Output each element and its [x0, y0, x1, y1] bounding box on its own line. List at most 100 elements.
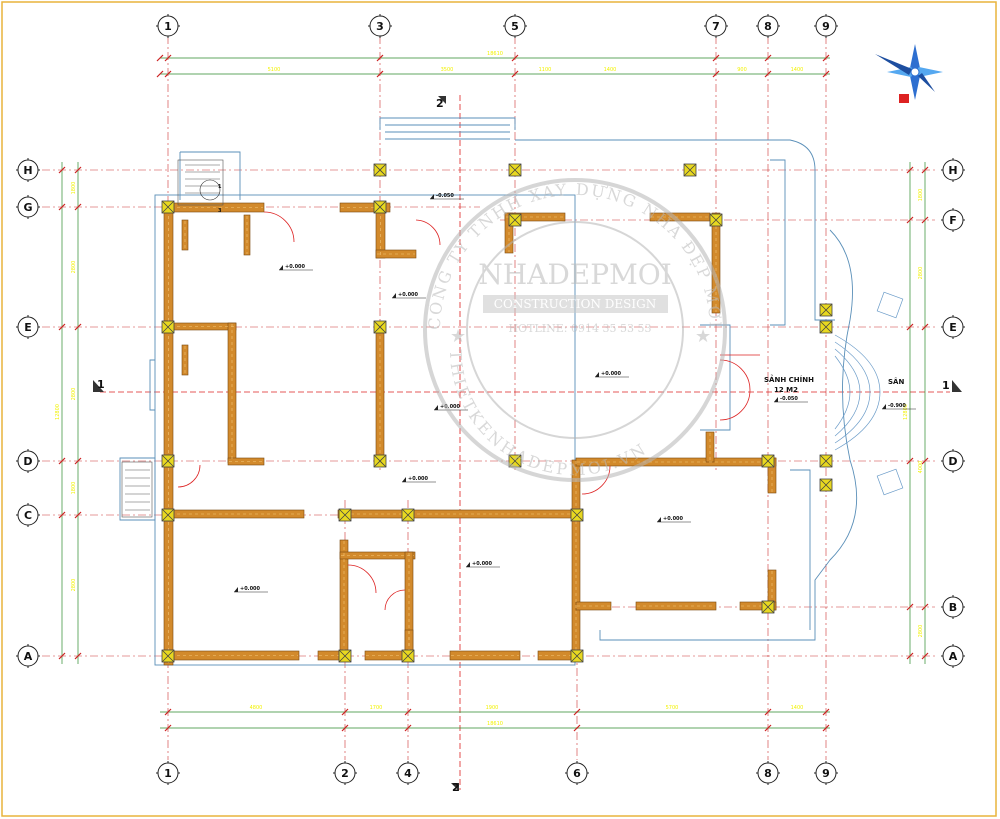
dim-bottom-4: 5700 [666, 705, 679, 711]
level-tag-text-3: +0.000 [601, 371, 622, 377]
grid-bubble-bottom-4: 8 [756, 761, 780, 785]
column-7 [338, 508, 352, 522]
grid-bubble-bottom-3-label: 6 [573, 767, 581, 780]
level-tag-text-5: +0.000 [472, 561, 493, 567]
dim-left-2: 2800 [71, 261, 77, 274]
column-10 [338, 649, 352, 663]
grid-bubble-bottom-0: 1 [156, 761, 180, 785]
grid-bubble-top-1: 3 [368, 14, 392, 38]
grid-bubble-top-3: 7 [704, 14, 728, 38]
level-tag-3: +0.000 [595, 371, 629, 378]
dim-right-total: 12800 [903, 404, 909, 420]
section-label-top: 2 [436, 97, 444, 110]
grid-bubble-left-0-label: H [23, 164, 32, 177]
column-9 [161, 649, 175, 663]
grid-bubble-bottom-2: 4 [396, 761, 420, 785]
grid-bubble-left-2: E [16, 315, 40, 339]
watermark-hotline: HOTLINE: 0914 35 53 53 [509, 322, 652, 335]
level-tag-text-8: -0.050 [780, 396, 798, 402]
grid-bubble-top-1-label: 3 [376, 20, 384, 33]
section-label-right: 1 [942, 379, 950, 392]
grid-bubble-bottom-4-label: 8 [764, 767, 772, 780]
dim-top-3: 1100 [539, 67, 552, 73]
grid-bubble-bottom-5-label: 9 [822, 767, 830, 780]
column-19 [761, 454, 775, 468]
dim-top-5: 900 [737, 67, 747, 73]
wall-hatch [165, 204, 775, 664]
watermark-tagline: CONSTRUCTION DESIGN [494, 297, 656, 311]
dim-left-3: 2800 [71, 388, 77, 401]
dim-top-4: 1400 [604, 67, 617, 73]
north-arrow-icon [875, 44, 943, 103]
stairs [121, 159, 224, 518]
grid-bubble-top-5: 9 [814, 14, 838, 38]
grid-bubble-left-5-label: A [24, 650, 33, 663]
grid-bubble-right-2: E [941, 315, 965, 339]
grid-bubble-left-1: G [16, 195, 40, 219]
dim-right-1: 1800 [918, 189, 924, 202]
section-lines [100, 95, 950, 790]
column-13 [570, 649, 584, 663]
level-tag-2: +0.000 [434, 404, 468, 411]
grid-bubble-left-1-label: G [23, 201, 32, 214]
columns [161, 163, 833, 663]
dim-bottom-5: 1400 [791, 705, 804, 711]
dim-bottom-total: 18610 [487, 721, 503, 727]
grid-bubble-right-5: A [941, 644, 965, 668]
column-24 [819, 478, 833, 492]
section-markers: 2 2 1 1 [93, 96, 962, 794]
level-tag-text-9: -0.900 [888, 403, 906, 409]
column-4 [161, 454, 175, 468]
grid-bubble-left-4: C [16, 503, 40, 527]
grid-bubble-left-3-label: D [23, 455, 32, 468]
column-16 [508, 163, 522, 177]
grid-bubble-top-0-label: 1 [164, 20, 172, 33]
watermark-brand: NHADEPMOI [478, 258, 672, 291]
level-tag-4: +0.000 [402, 476, 436, 483]
level-tag-6: +0.000 [657, 516, 691, 523]
level-tag-text-6: +0.000 [663, 516, 684, 522]
grid-bubble-right-2-label: E [949, 321, 957, 334]
level-tag-text-10: -0.050 [436, 193, 454, 199]
level-tag-text-2: +0.000 [440, 404, 461, 410]
column-17 [709, 213, 723, 227]
grid-bubble-right-3: D [941, 449, 965, 473]
column-12 [570, 508, 584, 522]
grid-bubble-top-5-label: 9 [822, 20, 830, 33]
column-22 [819, 320, 833, 334]
grid-bubble-right-0: H [941, 158, 965, 182]
level-tag-9: -0.900 [882, 403, 916, 410]
grid-bubble-right-1: F [941, 208, 965, 232]
grid-bubble-right-0-label: H [948, 164, 957, 177]
room-label-main-hall: SẢNH CHÍNH [764, 374, 814, 384]
room-label-yard: SÂN [888, 377, 904, 386]
dim-top-total: 18610 [487, 51, 503, 57]
grid-bubble-left-4-label: C [24, 509, 32, 522]
dim-top-1: 5100 [268, 67, 281, 73]
level-tags: +0.000 +0.000 +0.000 +0.000 +0.000 +0.000 +0.0… [234, 193, 916, 593]
dim-left-1: 1800 [71, 182, 77, 195]
column-20 [761, 600, 775, 614]
column-2 [161, 320, 175, 334]
section-label-left: 1 [97, 378, 105, 391]
column-11 [401, 649, 415, 663]
entrance-steps [834, 291, 904, 496]
grid-bubble-bottom-5: 9 [814, 761, 838, 785]
level-tag-10: -0.050 [430, 193, 464, 200]
grid-bubble-bottom-1-label: 2 [341, 767, 349, 780]
stair-number-bottom: 3 [218, 208, 222, 214]
column-21 [819, 303, 833, 317]
grid-bubble-right-1-label: F [949, 214, 957, 227]
column-0 [161, 200, 175, 214]
watermark-star-left: ★ [450, 326, 466, 347]
column-3 [373, 320, 387, 334]
level-tag-0: +0.000 [279, 264, 313, 271]
level-tag-7: +0.000 [234, 586, 268, 593]
grid-bubble-left-3: D [16, 449, 40, 473]
dim-right-3: 4000 [918, 461, 924, 474]
stair-number-top: 1 [218, 184, 222, 190]
